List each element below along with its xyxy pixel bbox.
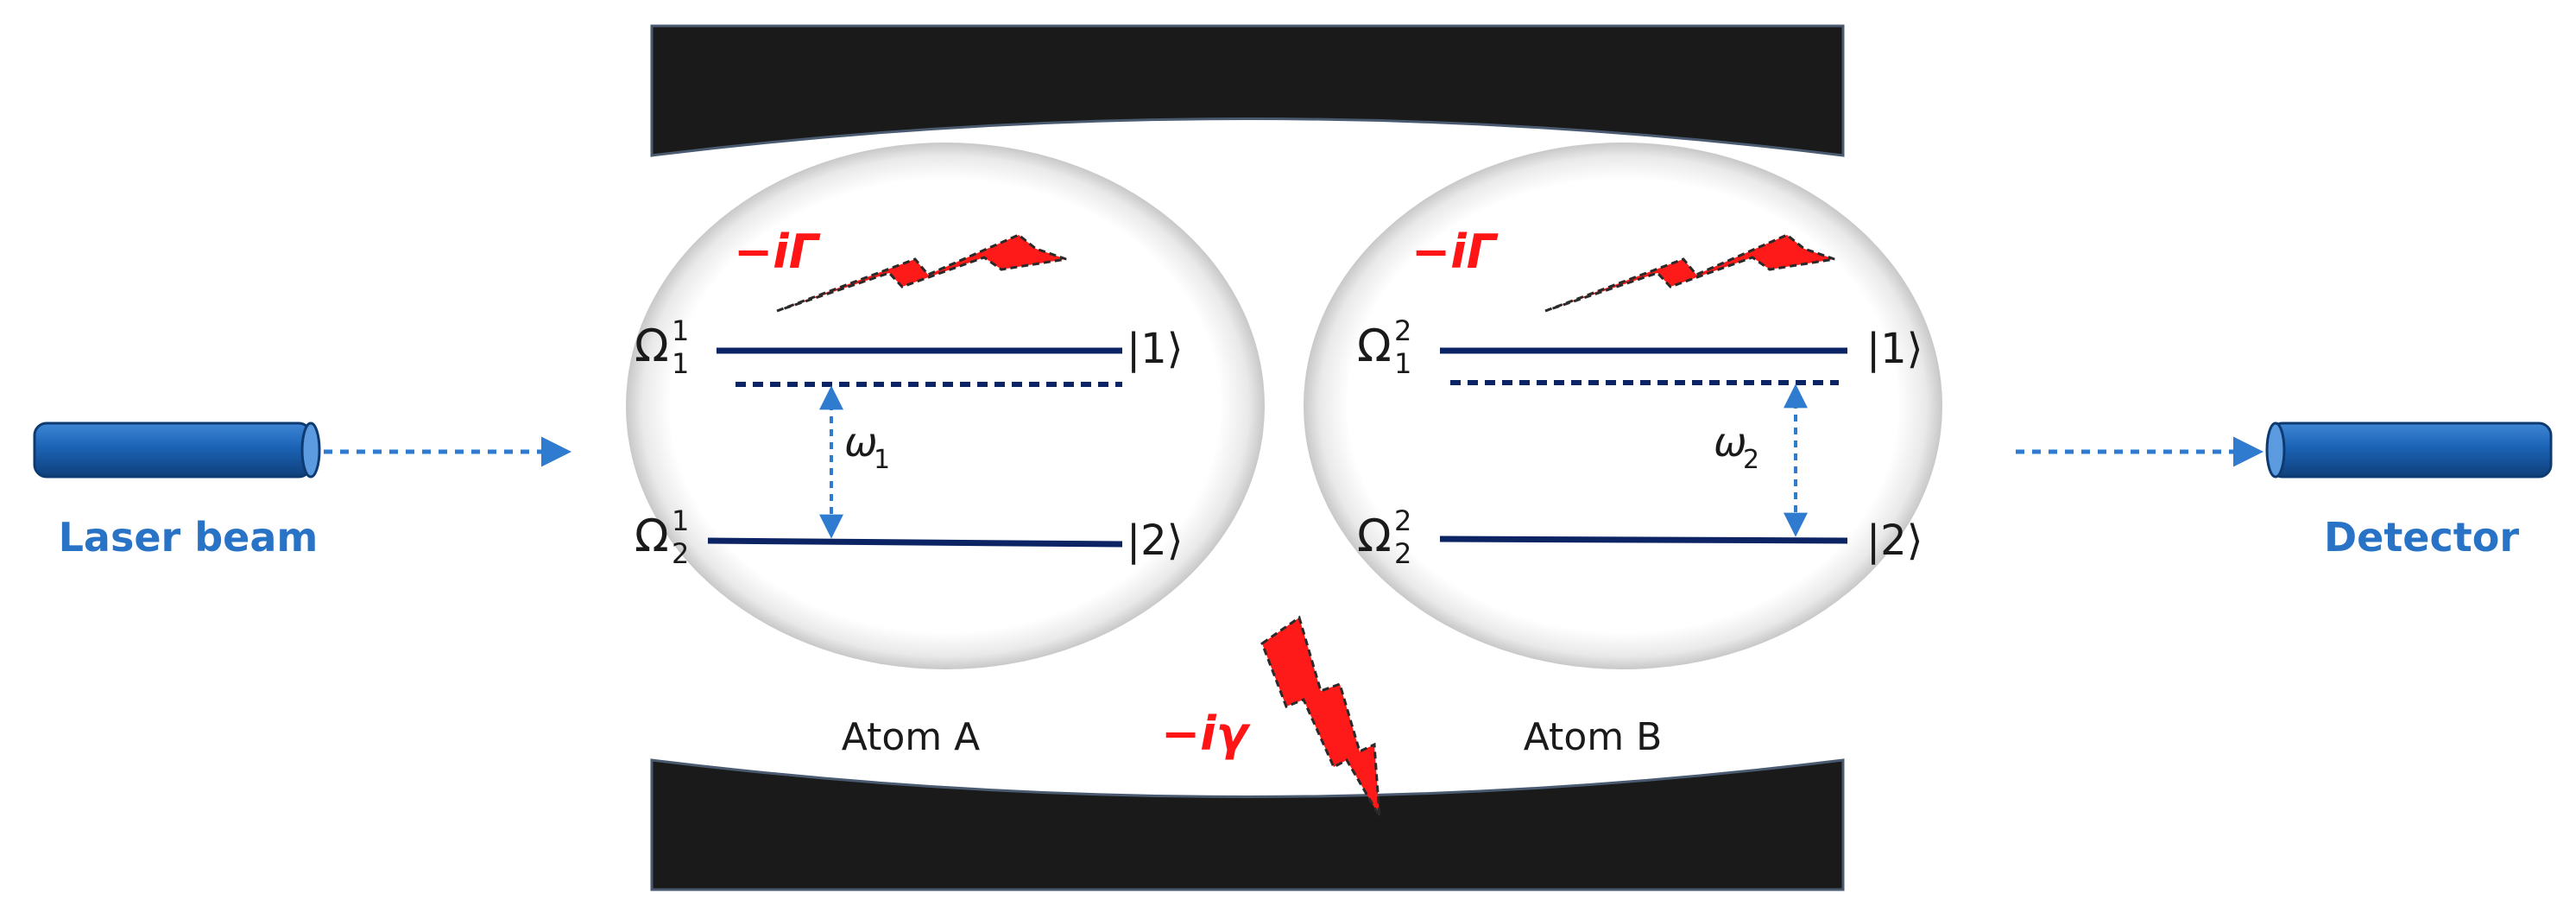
atom-a-lower-level xyxy=(707,537,1123,548)
atom-b-upper-rabi-sup: 2 xyxy=(1394,314,1411,347)
atom-b-label: Atom B xyxy=(1524,715,1663,759)
atom-a-upper-ket: |1⟩ xyxy=(1127,325,1183,373)
laser-beam-label: Laser beam xyxy=(59,514,319,561)
atom-a-decay-label: −iΓ xyxy=(734,225,821,279)
atom-b-upper-ket: |1⟩ xyxy=(1866,325,1923,373)
atom-b-decay-label: −iΓ xyxy=(1411,225,1499,279)
atom-b-lower-level xyxy=(1439,536,1848,544)
atom-b-upper-rabi: Ω xyxy=(1357,320,1392,372)
laser-source xyxy=(33,421,321,479)
atom-a-upper-rabi-sup: 1 xyxy=(672,314,689,347)
atom-b-emission-bolt xyxy=(1544,233,1835,313)
atom-a-upper-rabi-sub: 1 xyxy=(672,347,689,380)
atom-a-levels: −iΓ Ω 1 1 |1⟩ ω 1 Ω 1 2 |2⟩ Atom A xyxy=(635,225,1183,759)
atom-a-bubble xyxy=(626,143,1265,669)
atom-a-transition-sub: 1 xyxy=(874,445,890,475)
atom-b-transition-symbol: ω xyxy=(1714,419,1747,466)
detector-label: Detector xyxy=(2324,514,2519,561)
detector xyxy=(2265,421,2553,479)
atom-b-levels: −iΓ Ω 2 1 |1⟩ ω 2 Ω 2 2 |2⟩ Atom B xyxy=(1357,225,1923,759)
atom-b-lower-rabi-sup: 2 xyxy=(1394,504,1411,537)
atom-a-lower-rabi-sup: 1 xyxy=(672,504,689,537)
bottom-mirror xyxy=(650,758,1845,891)
atom-a-upper-rabi: Ω xyxy=(635,320,669,372)
atom-b-transition-sub: 2 xyxy=(1743,445,1759,475)
atom-b-lower-rabi: Ω xyxy=(1357,510,1392,562)
atom-b-lower-ket: |2⟩ xyxy=(1866,517,1923,565)
cavity-decay-label: −iγ xyxy=(1161,707,1251,761)
atom-b-upper-rabi-sub: 1 xyxy=(1394,347,1411,380)
atom-a-lower-rabi-sub: 2 xyxy=(672,537,689,570)
cavity-decay-bolt xyxy=(1260,615,1381,817)
top-mirror xyxy=(650,24,1845,157)
atom-a-label: Atom A xyxy=(842,715,980,759)
atom-a-lower-rabi: Ω xyxy=(635,510,669,562)
atom-b-lower-rabi-sub: 2 xyxy=(1394,537,1411,570)
atom-b-bubble xyxy=(1304,143,1942,669)
atom-a-transition-symbol: ω xyxy=(844,419,878,466)
atom-a-lower-ket: |2⟩ xyxy=(1127,517,1183,565)
atom-a-emission-bolt xyxy=(776,233,1067,313)
